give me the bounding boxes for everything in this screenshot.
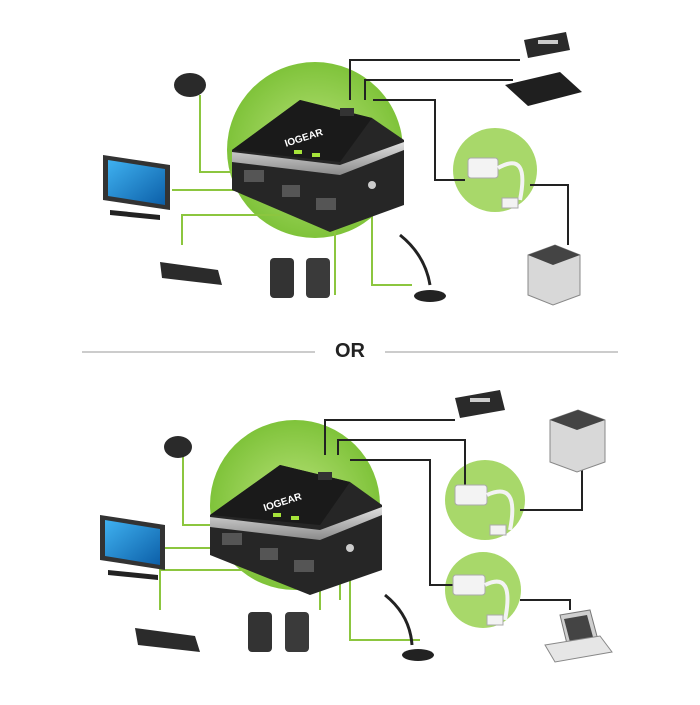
- led-indicator: [294, 150, 302, 154]
- green-cables: [159, 455, 420, 641]
- led-indicator: [291, 516, 299, 520]
- keyboard-icon: [135, 628, 200, 652]
- usb-hub-icon: [524, 32, 570, 58]
- usb-hub-icon: [455, 390, 505, 418]
- mouse-icon: [164, 436, 192, 458]
- microphone-icon: [399, 233, 446, 302]
- kvm-switch: IOGEAR: [232, 100, 404, 232]
- speakers-icon: [248, 612, 309, 652]
- led-indicator: [312, 153, 320, 157]
- kvm-switch: IOGEAR: [210, 465, 382, 595]
- usb-port: [294, 560, 314, 572]
- usb-port: [316, 198, 336, 210]
- desktop-tower-icon: [549, 409, 606, 473]
- hdmi-adapter-icon: [467, 157, 525, 209]
- laptop-icon: [544, 609, 613, 663]
- hdmi-adapter-icon: [452, 574, 510, 626]
- diagram-top: IOGEAR: [103, 32, 582, 306]
- usb-port: [222, 533, 242, 545]
- desktop-tower-icon: [527, 244, 581, 306]
- cable-connector: [340, 108, 354, 116]
- black-cables: [349, 59, 569, 245]
- black-cables: [324, 419, 583, 610]
- monitor-icon: [100, 515, 165, 580]
- monitor-icon: [103, 155, 170, 220]
- hdmi-adapter-icon: [454, 484, 515, 536]
- diagram-bottom: IOGEAR: [100, 390, 613, 663]
- audio-jack: [346, 544, 354, 552]
- led-indicator: [273, 513, 281, 517]
- speakers-icon: [270, 258, 330, 298]
- usb-port: [244, 170, 264, 182]
- audio-jack: [368, 181, 376, 189]
- mouse-icon: [174, 73, 206, 97]
- hdmi-port: [282, 185, 300, 197]
- or-label: OR: [335, 340, 365, 362]
- hdmi-port: [260, 548, 278, 560]
- media-box-icon: [505, 72, 582, 106]
- microphone-icon: [384, 593, 434, 661]
- cable-connector: [318, 472, 332, 480]
- keyboard-icon: [160, 262, 222, 285]
